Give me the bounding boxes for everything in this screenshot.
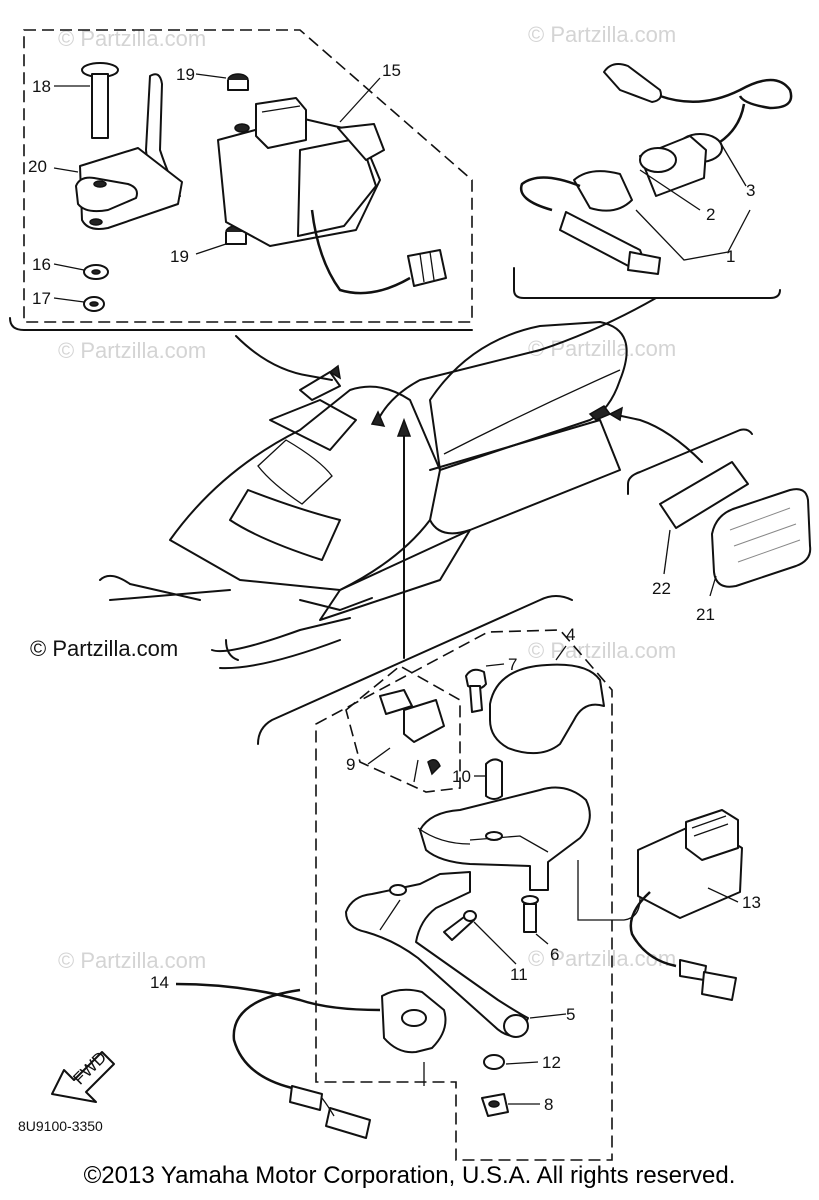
- label-7: 7: [508, 655, 517, 674]
- copyright-notice: ©2013 Yamaha Motor Corporation, U.S.A. A…: [83, 1162, 736, 1189]
- snowmobile: [99, 297, 703, 670]
- label-4: 4: [566, 625, 575, 644]
- label-6: 6: [550, 945, 559, 964]
- label-5: 5: [566, 1005, 575, 1024]
- label-12: 12: [542, 1053, 561, 1072]
- relay-15: [217, 77, 447, 295]
- label-13: 13: [742, 893, 761, 912]
- label-14: 14: [150, 973, 169, 992]
- label-18: 18: [32, 77, 51, 96]
- label-15: 15: [382, 61, 401, 80]
- label-19-top: 19: [176, 65, 195, 84]
- relay-13: [577, 809, 743, 1001]
- bracket-20: [53, 73, 183, 230]
- label-22: 22: [652, 579, 671, 598]
- label-17: 17: [32, 289, 51, 308]
- reflector-group: [627, 428, 812, 597]
- washer-16: [53, 263, 109, 280]
- forward-arrow-icon: FWD: [51, 1048, 115, 1103]
- part-labels: 18 19 15 20 16 19 17 3 2 1 22 21 4 7 9 1…: [28, 61, 761, 1114]
- grommet-19-bottom: [195, 225, 247, 255]
- label-19-bottom: 19: [170, 247, 189, 266]
- label-11: 11: [510, 965, 528, 984]
- ignition-switch-set: [513, 63, 793, 299]
- relay-assembly-box: [9, 29, 473, 331]
- brake-lever-assembly: [257, 595, 613, 1161]
- label-10: 10: [452, 767, 471, 786]
- grommet-19-top: [195, 73, 249, 91]
- label-21: 21: [696, 605, 715, 624]
- label-16: 16: [32, 255, 51, 274]
- nut-17: [53, 296, 105, 312]
- label-3: 3: [746, 181, 755, 200]
- label-1: 1: [726, 247, 735, 266]
- bolt-18: [54, 62, 119, 139]
- stop-switch-14: [175, 982, 447, 1139]
- label-9: 9: [346, 755, 355, 774]
- label-8: 8: [544, 1095, 553, 1114]
- label-2: 2: [706, 205, 715, 224]
- label-20: 20: [28, 157, 47, 176]
- watermark-dark: © Partzilla.com: [30, 636, 179, 661]
- drawing-code: 8U9100-3350: [18, 1118, 103, 1134]
